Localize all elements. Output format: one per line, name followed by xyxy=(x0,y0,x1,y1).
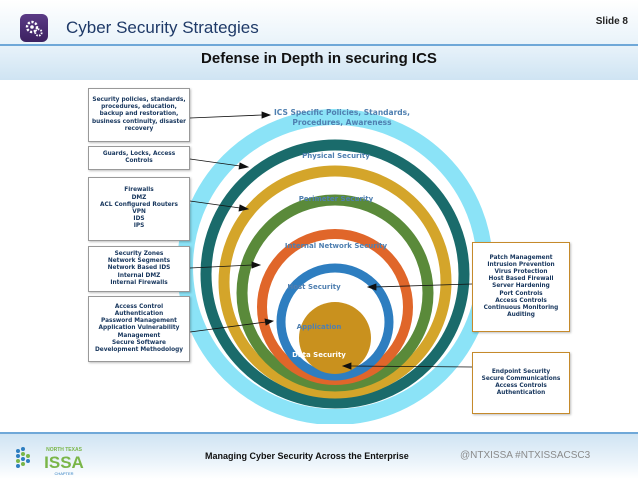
ring-perimeter xyxy=(218,165,452,399)
left-box-line: Internal DMZ xyxy=(117,272,161,279)
left-box-line: Development Methodology xyxy=(94,347,184,353)
ring-label-perimeter: Perimeter Security xyxy=(299,195,374,203)
left-box-line: Network Based IDS xyxy=(107,265,171,272)
right-box-line: Virus Protection xyxy=(494,268,548,275)
right-box-line: Secure Communications xyxy=(481,375,561,382)
right-box-line: Auditing xyxy=(507,312,535,319)
left-box-line: backup and restoration, xyxy=(99,111,179,118)
left-box-line: Authentication xyxy=(114,310,164,317)
left-box-line: VPN xyxy=(132,209,146,215)
left-box-line: Application Vulnerability xyxy=(98,325,180,332)
left-box-line: Firewalls xyxy=(124,187,154,194)
footer-hashtags: @NTXISSA #NTXISSACSC3 xyxy=(460,450,591,461)
left-box-line: Guards, Locks, Access xyxy=(102,150,176,157)
left-box-line: Access Control xyxy=(114,303,164,310)
ring-physical xyxy=(200,139,470,409)
ring-data-security xyxy=(299,302,371,374)
right-box-line: Access Controls xyxy=(495,383,547,389)
left-box-application: Access Control Authentication Password M… xyxy=(88,296,190,362)
issa-logo-main: ISSA xyxy=(44,453,84,472)
left-box-line: Secure Software xyxy=(112,339,166,346)
right-box-line: Port Controls xyxy=(499,290,543,297)
issa-logo: NORTH TEXAS ISSA CHAPTER xyxy=(16,447,84,476)
left-box-perimeter: Firewalls DMZ ACL Configured Routers VPN… xyxy=(88,177,190,241)
left-box-line: Controls xyxy=(125,158,153,164)
issa-logo-top: NORTH TEXAS xyxy=(46,447,83,453)
left-box-line: Network Segments xyxy=(107,258,171,265)
right-box-line: Authentication xyxy=(496,390,546,397)
slide-title: Cyber Security Strategies xyxy=(66,18,259,37)
header-divider xyxy=(0,44,638,46)
right-box-data: Endpoint Security Secure Communications … xyxy=(472,352,570,414)
ring-label-data-security: Data Security xyxy=(292,351,346,359)
left-box-physical: Guards, Locks, Access Controls xyxy=(88,146,190,170)
gears-icon xyxy=(20,14,48,42)
left-box-line: Security Zones xyxy=(114,250,164,257)
ring-label-policies-2: Procedures, Awareness xyxy=(292,118,392,127)
left-box-internal-network: Security Zones Network Segments Network … xyxy=(88,246,190,292)
ring-label-policies-1: ICS Specific Policies, Standards, xyxy=(274,108,410,117)
left-box-line: Security policies, standards, xyxy=(92,96,186,103)
left-box-line: Internal Firewalls xyxy=(110,279,168,286)
left-box-line: Password Management xyxy=(101,318,177,325)
ring-label-internal-network: Internal Network Security xyxy=(285,242,388,250)
left-box-line: IDS xyxy=(133,216,145,223)
right-box-line: Access Controls xyxy=(495,297,547,304)
right-box-line: Endpoint Security xyxy=(491,368,551,375)
left-box-line: IPS xyxy=(133,223,145,230)
left-box-line: DMZ xyxy=(131,194,147,201)
left-box-line: business continuity, disaster xyxy=(91,118,187,125)
defense-in-depth-diagram: ICS Specific Policies, Standards, Proced… xyxy=(177,108,493,424)
footer-band xyxy=(0,434,638,479)
slide-number: Slide 8 xyxy=(595,16,628,27)
ring-application xyxy=(276,263,394,381)
footer-divider xyxy=(0,432,638,434)
issa-logo-bottom: CHAPTER xyxy=(54,471,73,476)
left-box-policies: Security policies, standards, procedures… xyxy=(88,88,190,142)
right-box-line: Continuous Monitoring xyxy=(483,305,559,311)
right-box-line: Host Based Firewall xyxy=(488,276,554,283)
ring-label-application: Application xyxy=(297,323,342,331)
ring-internal-network xyxy=(236,194,434,392)
left-box-line: procedures, education, xyxy=(101,104,177,111)
ring-label-physical: Physical Security xyxy=(302,152,370,160)
right-box-line: Server Hardening xyxy=(492,283,550,290)
right-box-line: Patch Management xyxy=(489,254,553,261)
right-box-host: Patch Management Intrusion Prevention Vi… xyxy=(472,242,570,332)
left-box-line: recovery xyxy=(124,125,154,132)
slide-subtitle: Defense in Depth in securing ICS xyxy=(201,50,437,67)
left-box-line: ACL Configured Routers xyxy=(100,201,178,208)
left-box-line: Management xyxy=(117,332,161,339)
ring-label-host: Host Security xyxy=(287,283,341,291)
header-band xyxy=(0,0,638,80)
footer-center-text: Managing Cyber Security Across the Enter… xyxy=(205,451,409,461)
right-box-line: Intrusion Prevention xyxy=(487,261,555,268)
